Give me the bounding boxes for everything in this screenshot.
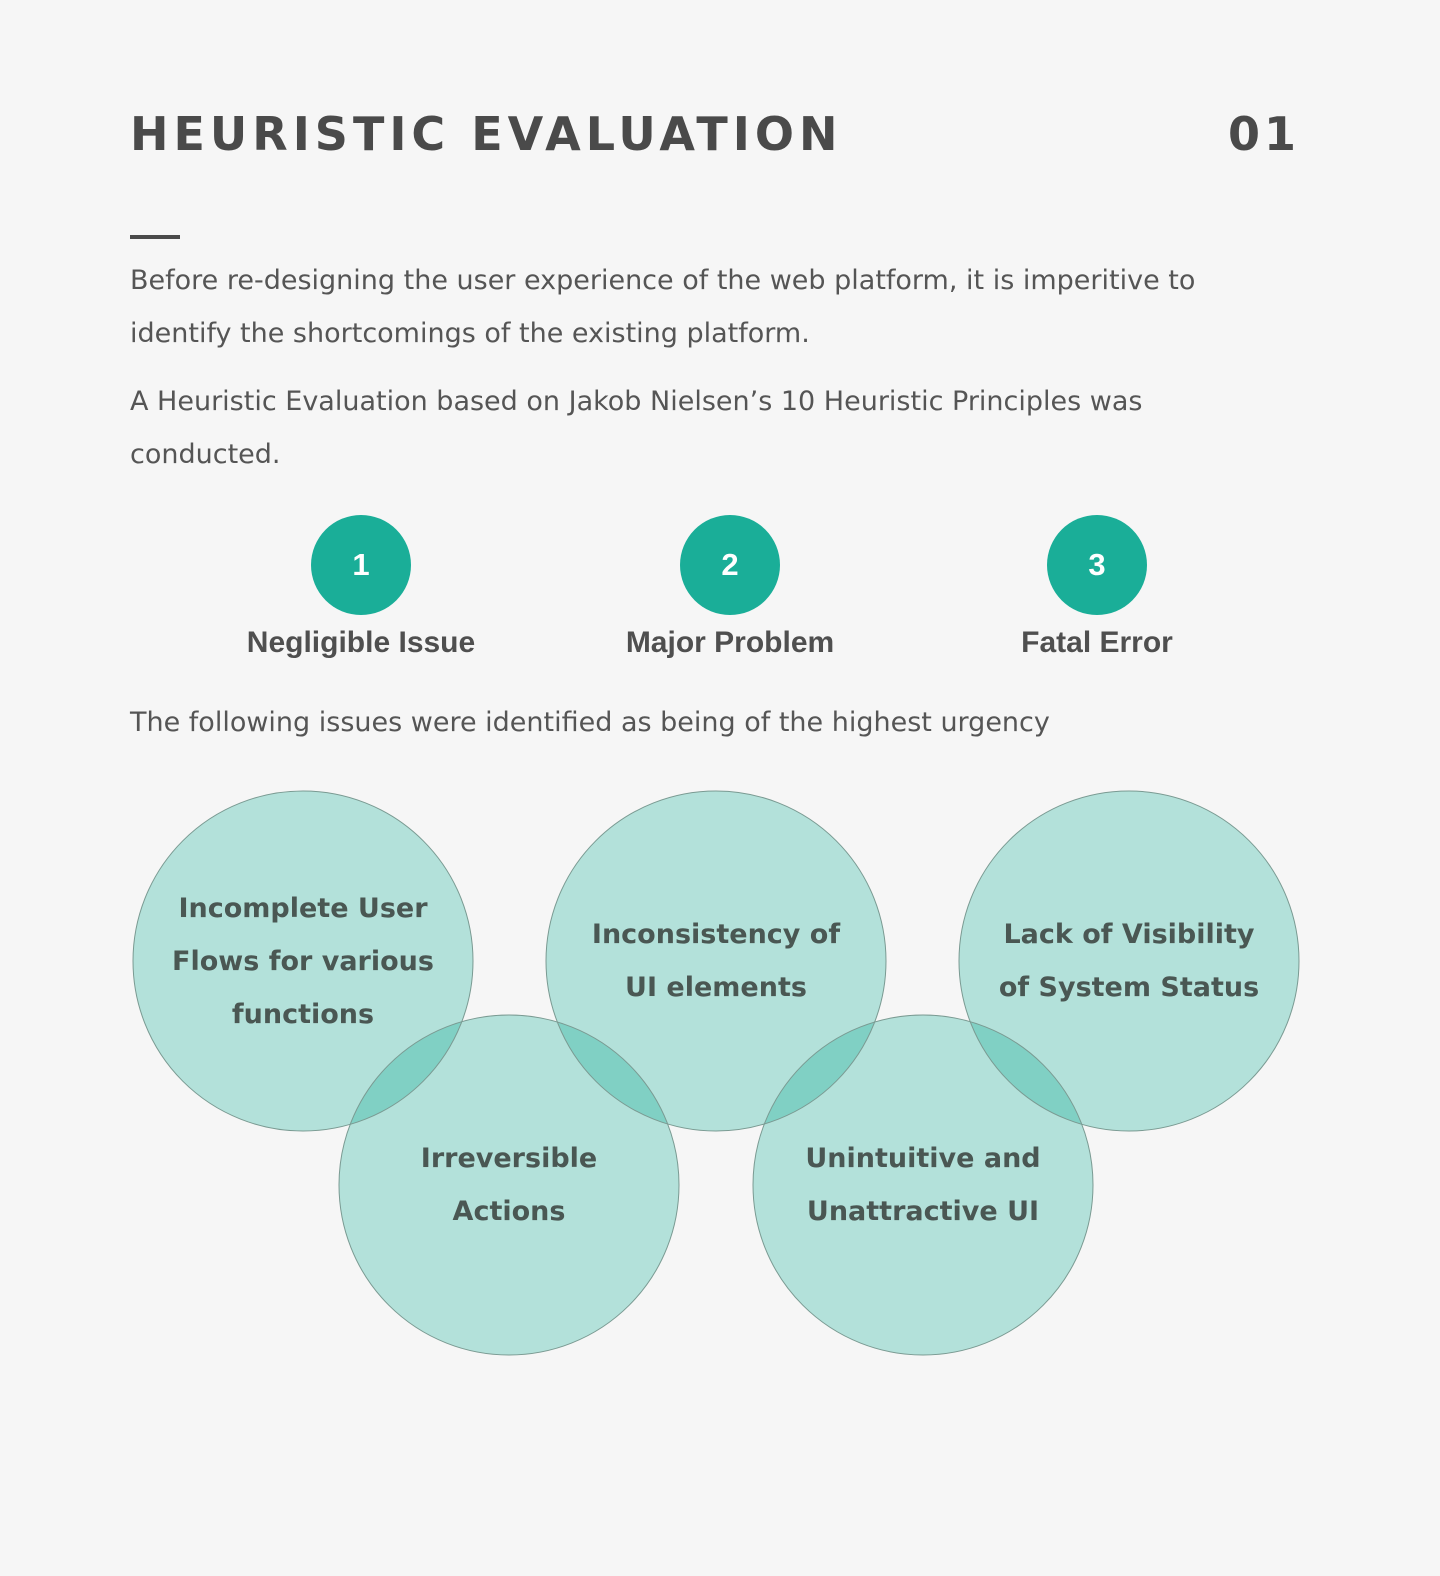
severity-item-1: 1 Negligible Issue: [211, 515, 511, 661]
severity-label-1: Negligible Issue: [246, 626, 476, 659]
severity-label-2: Major Problem: [625, 626, 835, 659]
issue-circle-1: [133, 791, 473, 1131]
severity-badge-1: 1: [311, 515, 411, 615]
issue-4: Irreversible Actions: [339, 1015, 679, 1355]
page-number: 01: [1227, 107, 1300, 161]
severity-item-3: 3 Fatal Error: [947, 515, 1247, 661]
issue-circle-5: [753, 1015, 1093, 1355]
title-divider: [130, 235, 180, 239]
issue-outline-4: [338, 1014, 680, 1356]
page-title: HEURISTIC EVALUATION: [130, 107, 843, 161]
issue-label-5: Unintuitive and Unattractive UI: [805, 1143, 1041, 1227]
issue-label-2: Inconsistency of UI elements: [591, 919, 841, 1003]
issue-outline-1: [132, 790, 474, 1132]
issue-3: Lack of Visibility of System Status: [959, 791, 1299, 1131]
issues-intro: The following issues were identified as …: [130, 707, 1050, 738]
issue-label-3: Lack of Visibility of System Status: [998, 919, 1260, 1003]
issue-1: Incomplete User Flows for various functi…: [133, 791, 473, 1131]
issue-circle-3: [959, 791, 1299, 1131]
issue-circle-4: [339, 1015, 679, 1355]
issue-5: Unintuitive and Unattractive UI: [753, 1015, 1093, 1355]
issue-label-1: Incomplete User Flows for various functi…: [172, 892, 434, 1030]
issue-outline-2: [545, 790, 887, 1132]
severity-badge-3: 3: [1047, 515, 1147, 615]
severity-label-3: Fatal Error: [1021, 626, 1173, 659]
issue-circle-2: [546, 791, 886, 1131]
issue-outline-5: [752, 1014, 1094, 1356]
severity-item-2: 2 Major Problem: [580, 515, 880, 661]
issue-2: Inconsistency of UI elements: [546, 791, 886, 1131]
issue-outline-3: [958, 790, 1300, 1132]
severity-badge-2: 2: [680, 515, 780, 615]
intro-paragraph-2: A Heuristic Evaluation based on Jakob Ni…: [130, 386, 1143, 470]
intro-paragraph-1: Before re-designing the user experience …: [130, 265, 1196, 349]
issue-label-4: Irreversible Actions: [420, 1143, 598, 1227]
